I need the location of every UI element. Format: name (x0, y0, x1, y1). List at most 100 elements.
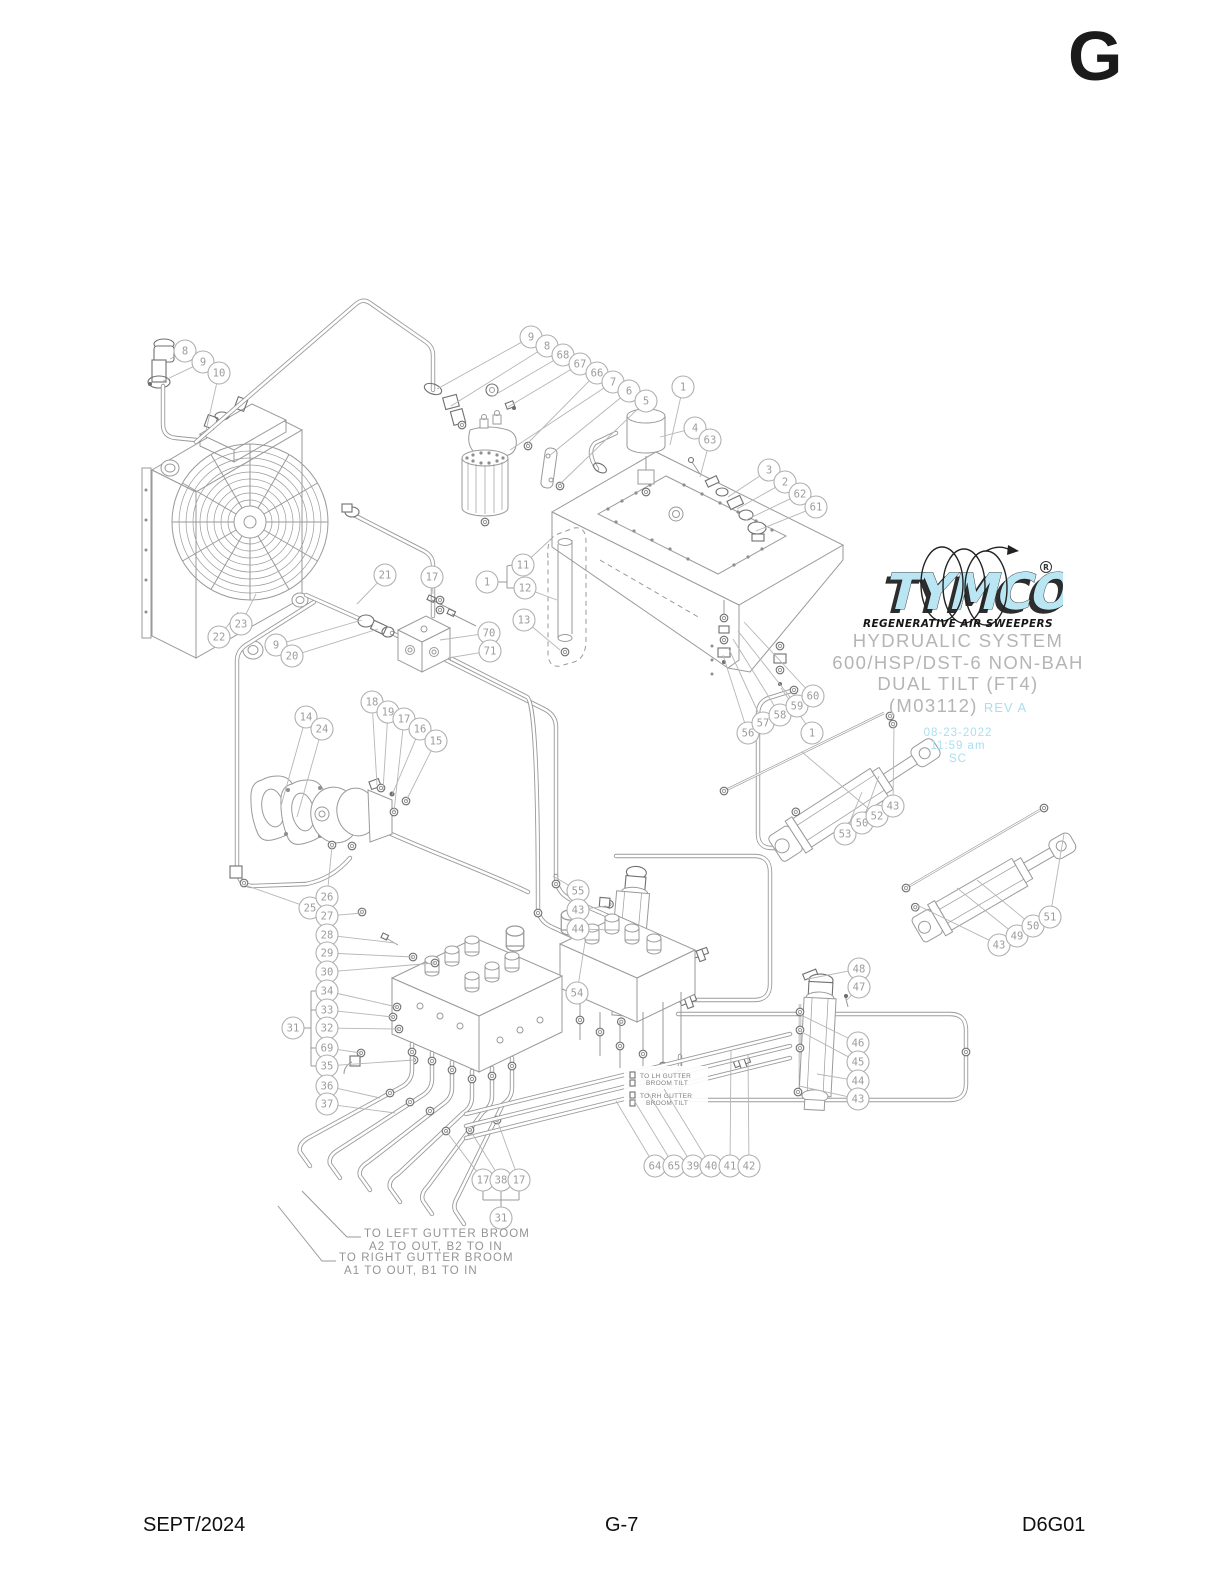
svg-text:1: 1 (809, 728, 815, 740)
callout-48: 48 (847, 957, 871, 981)
svg-text:56: 56 (742, 728, 755, 740)
callout-15: 15 (424, 729, 448, 753)
callout-43: 43 (846, 1087, 870, 1111)
callout-63: 63 (698, 428, 722, 452)
callout-16: 16 (408, 717, 432, 741)
svg-text:50: 50 (1027, 921, 1040, 933)
svg-text:52: 52 (871, 811, 884, 823)
svg-text:17: 17 (398, 714, 411, 726)
cylinder-upper-right (768, 738, 941, 862)
svg-text:24: 24 (316, 724, 329, 736)
logo-swirl-icon (920, 546, 1011, 626)
bracket-connectors (277, 564, 520, 1262)
svg-text:31: 31 (495, 1213, 508, 1225)
callout-8: 8 (173, 339, 197, 363)
callout-64: 64 (643, 1154, 667, 1178)
callout-1: 1 (475, 570, 499, 594)
callout-34: 34 (315, 979, 339, 1003)
svg-text:13: 13 (518, 615, 531, 627)
callout-22: 22 (207, 625, 231, 649)
logo-shadow: TYMCO (875, 567, 1063, 625)
svg-text:31: 31 (287, 1023, 300, 1035)
registered-mark: R (1040, 561, 1052, 573)
callout-68: 68 (551, 343, 575, 367)
section-letter: G (1068, 17, 1123, 95)
svg-text:29: 29 (321, 948, 334, 960)
callout-57: 57 (751, 711, 775, 735)
svg-text:43: 43 (993, 940, 1006, 952)
callout-32: 32 (315, 1016, 339, 1040)
callout-14: 14 (294, 705, 318, 729)
title-line-2: 600/HSP/DST-6 NON-BAH (832, 651, 1084, 673)
callout-21: 21 (373, 563, 397, 587)
title-block: HYDRUALIC SYSTEM 600/HSP/DST-6 NON-BAH D… (824, 630, 1092, 718)
callout-12: 12 (513, 576, 537, 600)
svg-text:40: 40 (705, 1161, 718, 1173)
cylinder-right (793, 968, 849, 1111)
svg-text:57: 57 (757, 718, 770, 730)
callout-28: 28 (315, 923, 339, 947)
callout-44: 44 (566, 917, 590, 941)
suction-strainer (547, 527, 587, 667)
title-line-3: DUAL TILT (FT4) (877, 673, 1039, 694)
callout-42: 42 (737, 1154, 761, 1178)
svg-text:10: 10 (213, 368, 226, 380)
title-line-4: (M03112)REV A (888, 694, 1028, 716)
callout-35: 35 (315, 1054, 339, 1078)
svg-text:49: 49 (1011, 931, 1024, 943)
svg-text:4: 4 (692, 423, 698, 435)
svg-text:68: 68 (557, 350, 570, 362)
callout-11: 11 (511, 553, 535, 577)
svg-text:17: 17 (477, 1175, 490, 1187)
svg-text:9: 9 (200, 357, 206, 369)
svg-text:44: 44 (852, 1076, 865, 1088)
callout-13: 13 (512, 608, 536, 632)
callout-60: 60 (801, 684, 825, 708)
svg-text:30: 30 (321, 967, 334, 979)
svg-text:50: 50 (856, 818, 869, 830)
svg-text:25: 25 (304, 903, 317, 915)
svg-text:43: 43 (852, 1094, 865, 1106)
callout-44: 44 (846, 1069, 870, 1093)
svg-text:9: 9 (528, 332, 534, 344)
svg-text:44: 44 (572, 924, 585, 936)
svg-text:20: 20 (286, 651, 299, 663)
callout-27: 27 (315, 904, 339, 928)
tank-drain-fittings (710, 600, 787, 686)
svg-text:70: 70 (483, 628, 496, 640)
svg-text:34: 34 (321, 986, 334, 998)
callout-23: 23 (229, 612, 253, 636)
callout-56: 56 (736, 721, 760, 745)
callout-46: 46 (846, 1031, 870, 1055)
footer-date: SEPT/2024 (143, 1514, 246, 1536)
callout-43: 43 (987, 933, 1011, 957)
callout-51: 51 (1038, 905, 1062, 929)
inlet-elbow (147, 338, 175, 389)
svg-text:17: 17 (513, 1175, 526, 1187)
svg-text:51: 51 (1044, 912, 1057, 924)
callout-25: 25 (298, 896, 322, 920)
callout-24: 24 (310, 717, 334, 741)
svg-text:BROOM TILT: BROOM TILT (646, 1080, 688, 1087)
callout-20: 20 (280, 644, 304, 668)
svg-text:37: 37 (321, 1099, 334, 1111)
svg-text:55: 55 (572, 886, 585, 898)
callout-43: 43 (881, 794, 905, 818)
svg-text:8: 8 (182, 346, 188, 358)
svg-text:32: 32 (321, 1023, 334, 1035)
svg-text:65: 65 (668, 1161, 681, 1173)
svg-text:35: 35 (321, 1061, 334, 1073)
svg-text:62: 62 (794, 489, 807, 501)
svg-text:27: 27 (321, 911, 334, 923)
svg-text:48: 48 (853, 964, 866, 976)
callout-67: 67 (568, 352, 592, 376)
svg-text:12: 12 (519, 583, 532, 595)
svg-text:47: 47 (853, 982, 866, 994)
svg-text:46: 46 (852, 1038, 865, 1050)
svg-text:16: 16 (414, 724, 427, 736)
svg-text:66: 66 (591, 368, 604, 380)
footer-drawing-number: D6G01 (1022, 1514, 1086, 1536)
svg-text:11: 11 (517, 560, 530, 572)
